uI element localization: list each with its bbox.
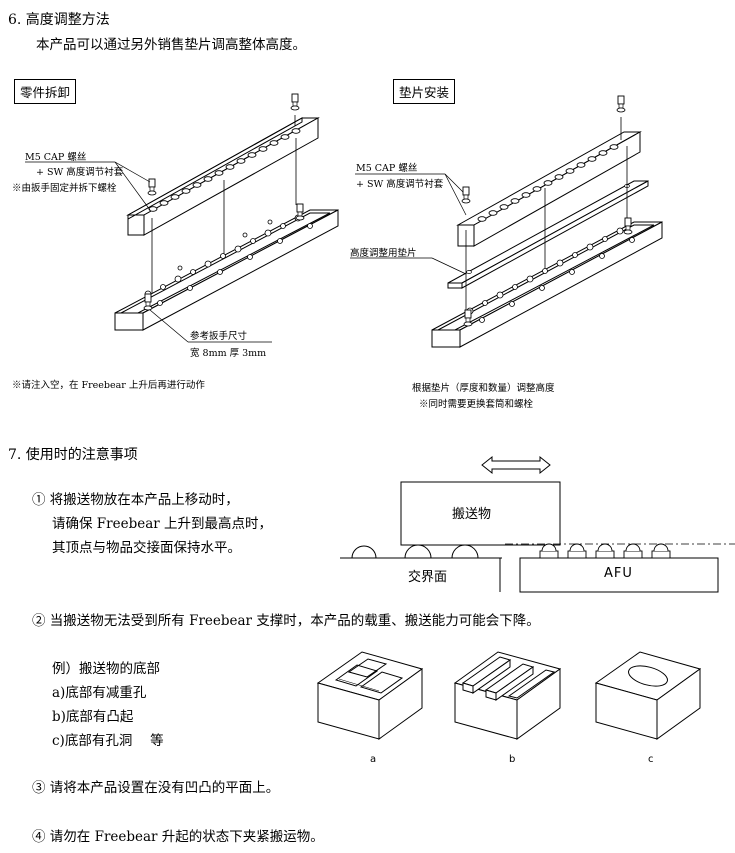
right-top-bar [456,131,642,247]
example-title: 例）搬送物的底部 [52,661,160,677]
item2-text: ② 当搬送物无法受到所有 Freebear 支撑时，本产品的载重、搬送能力可能会… [32,613,540,629]
shim-label: 高度调整用垫片 [350,248,417,259]
right-bolt-sub: + SW 高度调节衬套 [356,179,444,190]
item3-text: ③ 请将本产品设置在没有凹凸的平面上。 [32,780,280,796]
section-6-intro: 本产品可以通过另外销售垫片调高整体高度。 [36,37,306,53]
example-box-b [453,651,562,740]
right-base-rail [431,221,663,348]
shim-plate [447,180,649,289]
example-c: c)底部有孔洞 等 [52,733,164,749]
box-label-a: a [370,754,377,765]
right-note-2: ※同时需要更换套筒和螺栓 [419,399,534,410]
item4-text: ④ 请勿在 Freebear 升起的状态下夹紧搬运物。 [32,829,324,845]
example-b: b)底部有凸起 [52,709,134,725]
conveyed-object [400,481,561,546]
disassembly-box-label: 零件拆卸 [14,79,77,104]
afu-block [519,557,719,593]
interface-label: 交界面 [408,570,448,585]
item1-line3: 其顶点与物品交接面保持水平。 [52,540,241,556]
right-bolt-label: M5 CAP 螺丝 [356,163,418,174]
wrench-label: 参考扳手尺寸 [190,331,248,342]
left-top-bar [126,117,320,236]
left-base-rail [114,209,339,331]
section-6-heading: 6. 高度调整方法 [8,12,110,28]
left-footer-note: ※请注入空，在 Freebear 上升后再进行动作 [12,380,205,391]
example-box-a [316,651,424,740]
item1-line2: 请确保 Freebear 上升到最高点时， [52,516,273,532]
left-bolt-label: M5 CAP 螺丝 [25,152,87,163]
example-a: a)底部有减重孔 [52,685,147,701]
wrench-size: 宽 8mm 厚 3mm [190,348,267,359]
right-note-1: 根据垫片（厚度和数量）调整高度 [412,383,555,394]
box-label-c: c [648,754,654,765]
item1-line1: ① 将搬送物放在本产品上移动时， [32,492,239,508]
afu-label: AFU [604,566,633,581]
box-label-b: b [509,754,516,765]
conveyed-object-label: 搬送物 [452,507,492,522]
left-bolt-sub: + SW 高度调节衬套 [36,167,124,178]
section-7-heading: 7. 使用时的注意事项 [8,447,138,463]
left-remove-note: ※由扳手固定并拆下螺栓 [12,183,117,194]
double-arrow [481,455,551,475]
shim-install-box-label: 垫片安装 [393,79,456,104]
example-box-c [594,651,702,740]
